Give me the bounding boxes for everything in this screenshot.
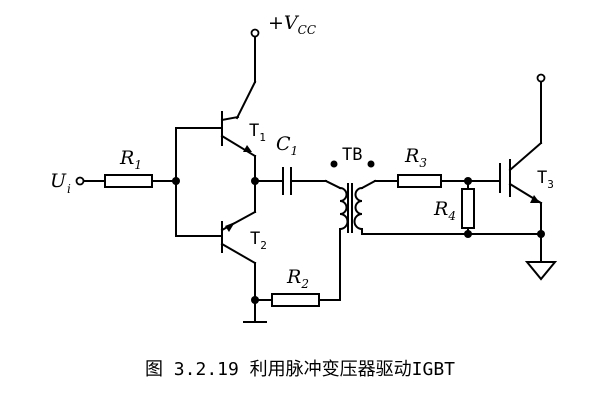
figure-title: 利用脉冲变压器驱动IGBT: [249, 359, 456, 380]
transistor-t1: [220, 111, 257, 182]
t2-label: T2: [250, 229, 267, 252]
base-bus: [175, 127, 223, 237]
t1-label: T1: [249, 121, 266, 144]
t3-collector-terminal: [536, 73, 546, 83]
ground-symbol: [524, 261, 558, 281]
vcc-label: +VCC: [268, 12, 316, 37]
r1-label: R1: [119, 147, 142, 172]
dot-primary: [330, 160, 338, 168]
input-terminal: [75, 176, 85, 186]
resistor-r1: [104, 174, 153, 188]
figure-caption: 图 3.2.19 利用脉冲变压器驱动IGBT: [0, 355, 600, 381]
transformer-tb: [330, 160, 375, 233]
t3-label: T3: [537, 168, 554, 191]
figure-number: 图 3.2.19: [144, 359, 239, 380]
igbt-t3: [499, 81, 543, 235]
r2-label: R2: [286, 266, 309, 291]
c1-label: C1: [276, 133, 298, 158]
vcc-terminal: [250, 28, 260, 38]
transistor-t2: [220, 180, 257, 301]
r4-label: R4: [433, 198, 456, 223]
r3-label: R3: [404, 145, 427, 170]
resistor-r2: [271, 293, 320, 307]
dot-secondary: [367, 160, 375, 168]
capacitor-c1: [282, 167, 292, 195]
resistor-r3: [397, 174, 442, 188]
tb-label: TB: [342, 145, 362, 165]
resistor-r4: [461, 188, 475, 229]
vcc-rail: [235, 28, 260, 120]
input-label: Ui: [50, 170, 71, 196]
